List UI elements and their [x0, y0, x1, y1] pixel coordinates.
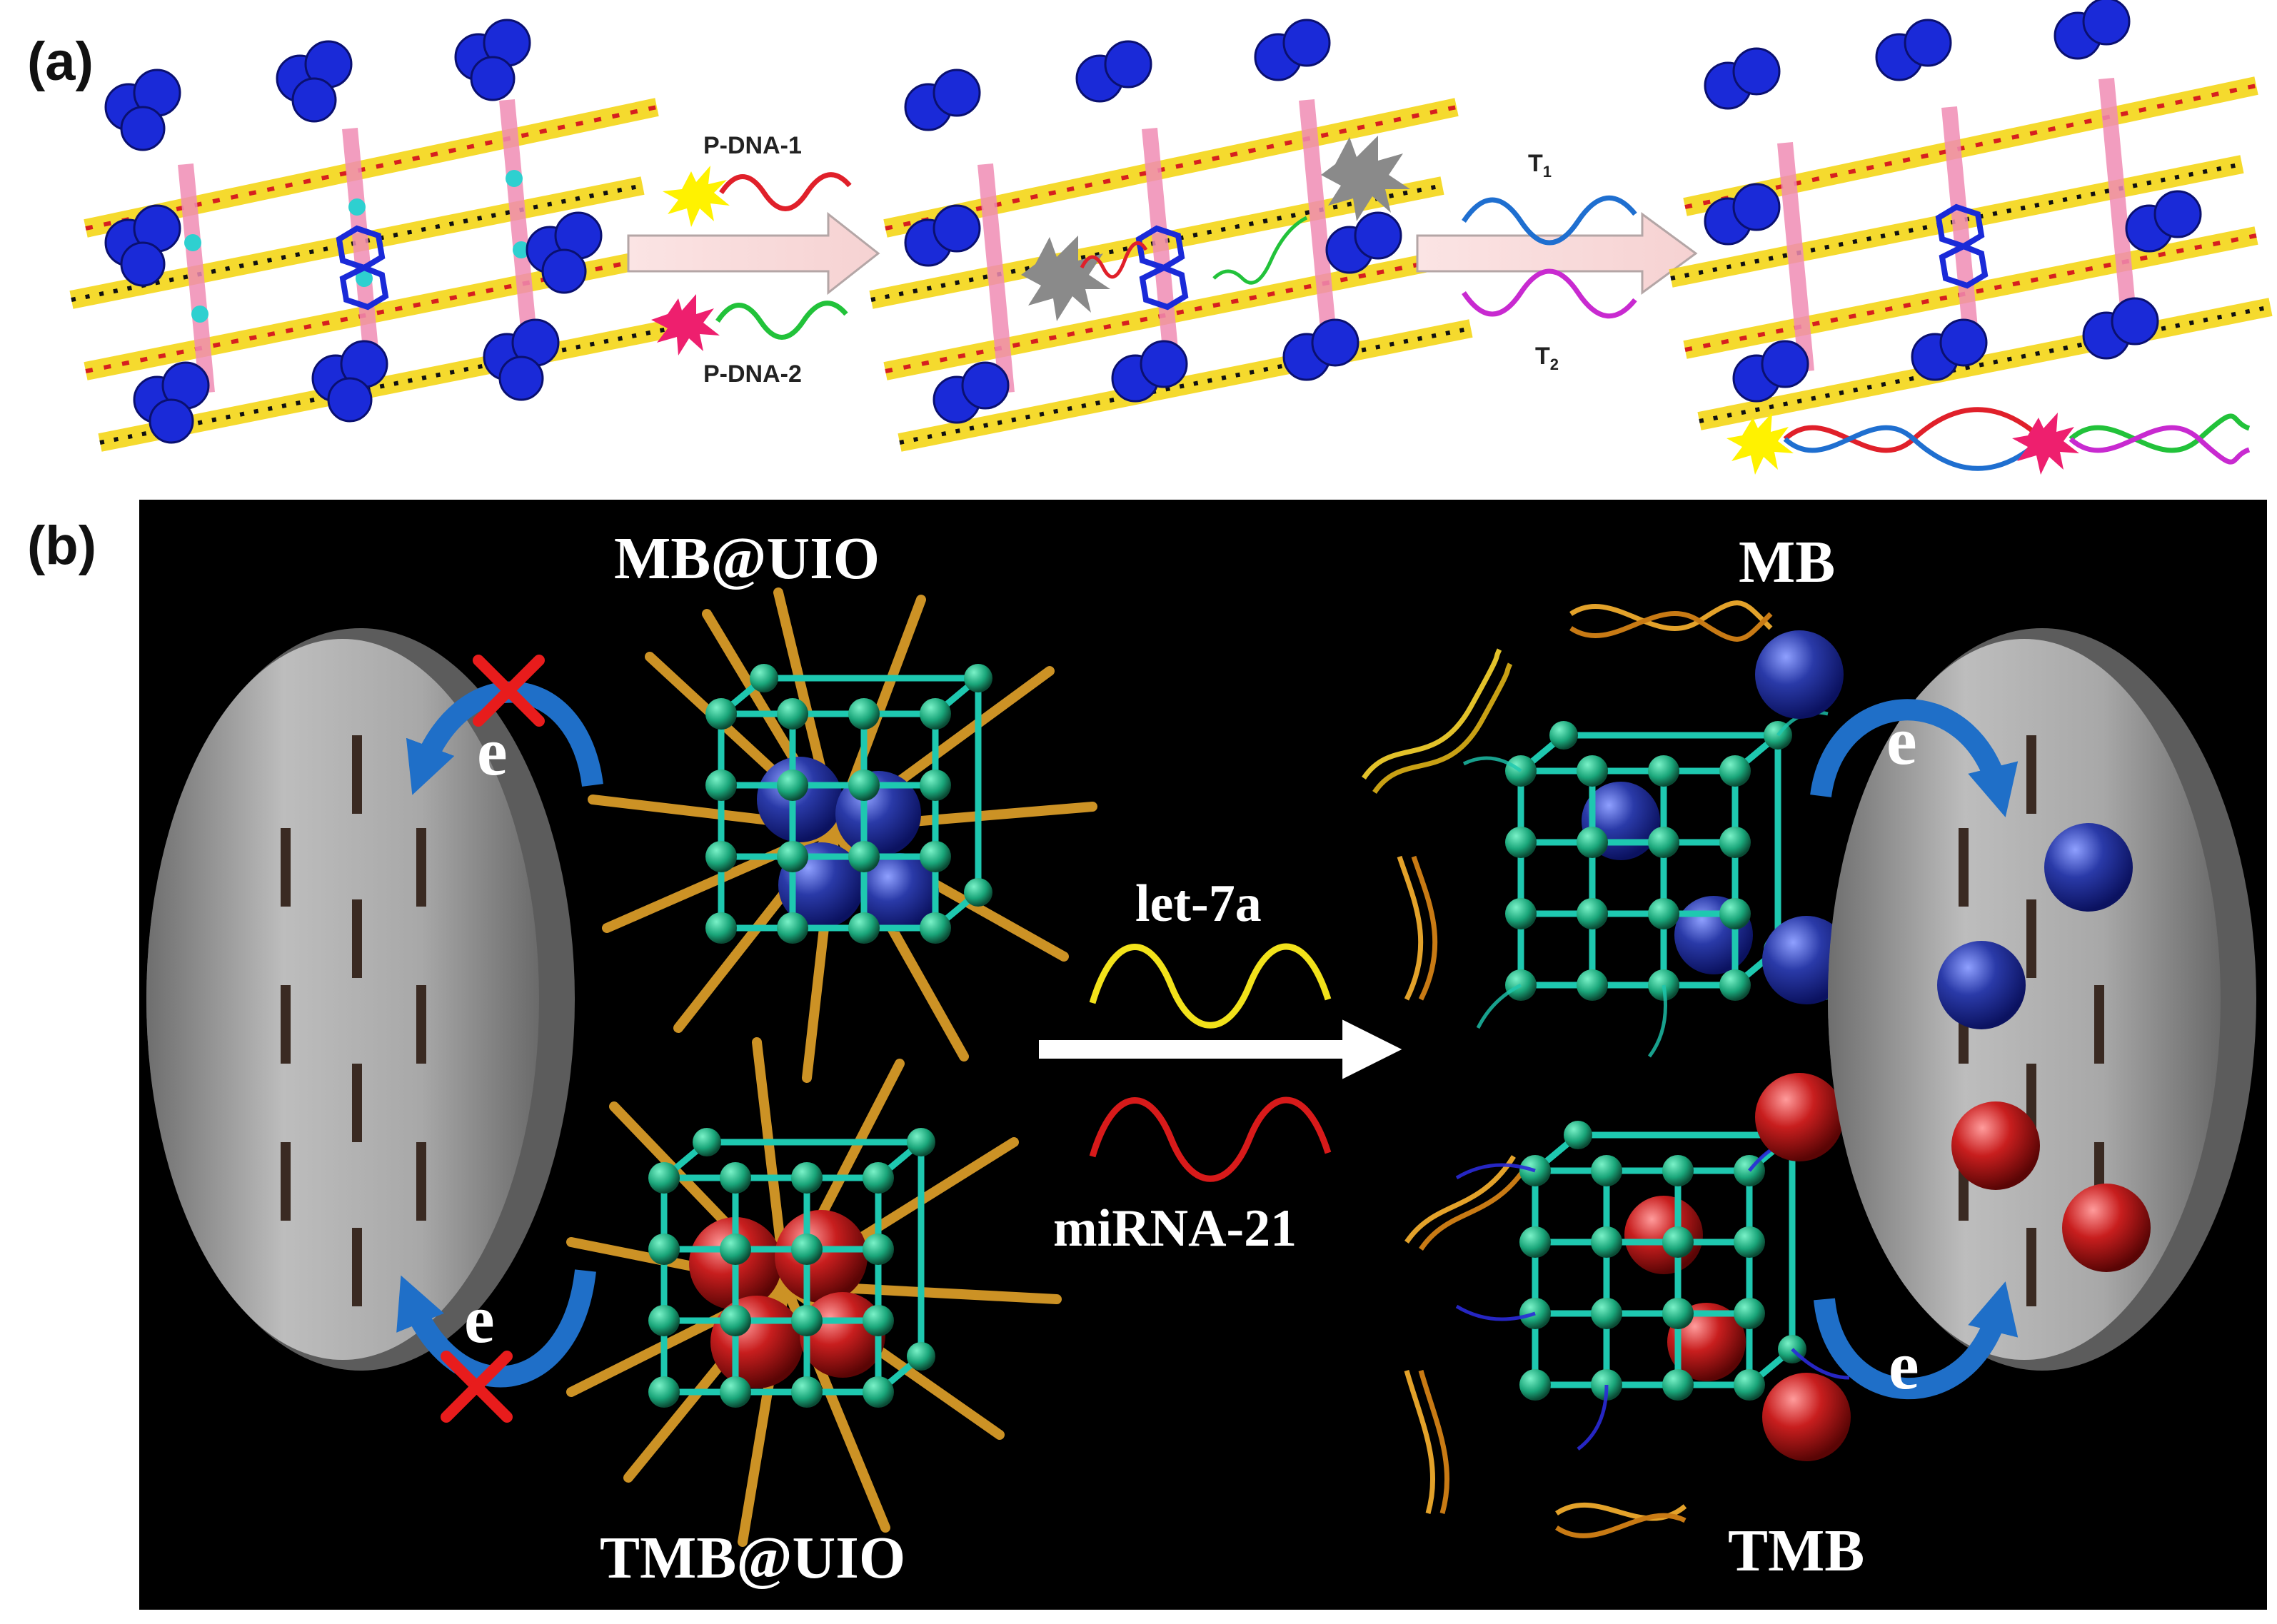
- arrow-target-hybridization: [1416, 212, 1698, 295]
- tmb-uio-label: TMB@UIO: [600, 1525, 905, 1591]
- electron-label-top: e: [477, 713, 508, 790]
- mof-framework-probe-loaded: [869, 19, 1473, 452]
- released-duplex-2: [2012, 413, 2251, 475]
- target-dna-1: T1: [1462, 150, 1637, 246]
- panel-b: (b) e: [27, 500, 2267, 1610]
- released-dna-duplexes: [1362, 600, 1773, 1538]
- mof-framework-empty: [69, 19, 673, 452]
- mof-framework-released: [1669, 0, 2273, 430]
- mirna-21-label: miRNA-21: [1053, 1199, 1297, 1258]
- probe-dna-2-label: P-DNA-2: [703, 360, 802, 388]
- electron-label-right-top: e: [1886, 702, 1917, 779]
- right-electrode: [1828, 628, 2256, 1371]
- mb-label: MB: [1739, 529, 1835, 595]
- target-let-7a: let-7a: [1089, 874, 1332, 1029]
- quenched-probe-1: [1021, 236, 1148, 321]
- probe-dna-2: P-DNA-2: [651, 294, 848, 388]
- tmb-label: TMB: [1728, 1518, 1864, 1584]
- panel-b-label: (b): [27, 515, 96, 576]
- free-tmb-spheres: [1755, 1073, 1851, 1461]
- quenched-probe-2: [1212, 136, 1410, 285]
- arrow-probe-loading: [627, 211, 880, 296]
- target-2-label: T2: [1535, 343, 1559, 373]
- blocked-electron-transfer-top: e: [406, 655, 603, 795]
- panel-a-label: (a): [27, 31, 94, 92]
- block-cross-bottom: [441, 1351, 513, 1423]
- target-1-label: T1: [1528, 150, 1552, 181]
- target-dna-2: T2: [1462, 268, 1637, 373]
- block-cross-top: [473, 655, 545, 727]
- electron-label-right-bottom: e: [1889, 1327, 1919, 1403]
- released-duplex-1: [1726, 407, 2044, 475]
- electron-transfer-top: e: [1810, 699, 2019, 817]
- electron-transfer-bottom: e: [1814, 1281, 2019, 1403]
- left-electrode-pores: [281, 735, 426, 1306]
- electron-label-bottom: e: [464, 1281, 495, 1357]
- probe-dna-1: P-DNA-1: [663, 132, 852, 227]
- tmb-uio-nanoparticle: [566, 1037, 1062, 1547]
- adsorbed-mb-spheres: [1937, 823, 2133, 1029]
- mb-uio-nanoparticle: [588, 587, 1097, 1083]
- mb-uio-label: MB@UIO: [614, 525, 880, 592]
- uio-framework-released-top: [1462, 710, 1830, 1058]
- target-mirna-21: miRNA-21: [1053, 1096, 1332, 1258]
- left-electrode: [146, 628, 575, 1371]
- blocked-electron-transfer-bottom: e: [396, 1269, 596, 1423]
- let-7a-label: let-7a: [1135, 874, 1262, 933]
- panel-a: (a): [27, 0, 2273, 475]
- probe-dna-1-label: P-DNA-1: [703, 132, 802, 159]
- adsorbed-tmb-spheres: [1951, 1101, 2151, 1272]
